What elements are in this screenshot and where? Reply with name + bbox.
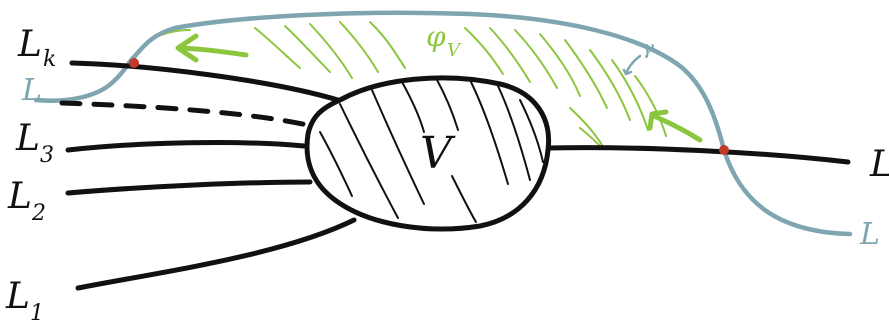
intersection-point-left: [129, 58, 139, 68]
label-L-2-subscript: 2: [31, 201, 46, 226]
label-L-k-subscript: k: [43, 47, 56, 72]
label-L-3-subscript: 3: [40, 143, 54, 168]
strand-L-3: [68, 143, 304, 150]
label-L-k: L: [17, 24, 42, 65]
phi-v-label: φ: [426, 20, 446, 53]
intersection-point-right: [719, 145, 729, 155]
label-L-left-teal: L: [21, 73, 42, 108]
label-L-right-teal: L: [859, 217, 880, 252]
cobordism-V-label: V: [420, 128, 456, 179]
label-L-right-black: L: [869, 144, 889, 185]
orientation-arrow-icon: [624, 56, 640, 74]
strand-L-2: [68, 182, 310, 193]
label-L-1: L: [5, 276, 30, 317]
label-L-1-subscript: 1: [30, 301, 44, 323]
label-L-2: L: [7, 176, 32, 217]
gamma-label: γ: [642, 35, 654, 59]
phi-v-subscript: V: [447, 40, 462, 61]
strand-dashed: [62, 103, 312, 126]
strand-right: [548, 148, 848, 162]
arrow-right-icon: [650, 112, 700, 140]
arrow-left-icon: [178, 36, 246, 60]
label-L-3: L: [15, 118, 40, 159]
strand-L-1: [78, 220, 354, 288]
cobordism-V: V: [307, 78, 549, 229]
